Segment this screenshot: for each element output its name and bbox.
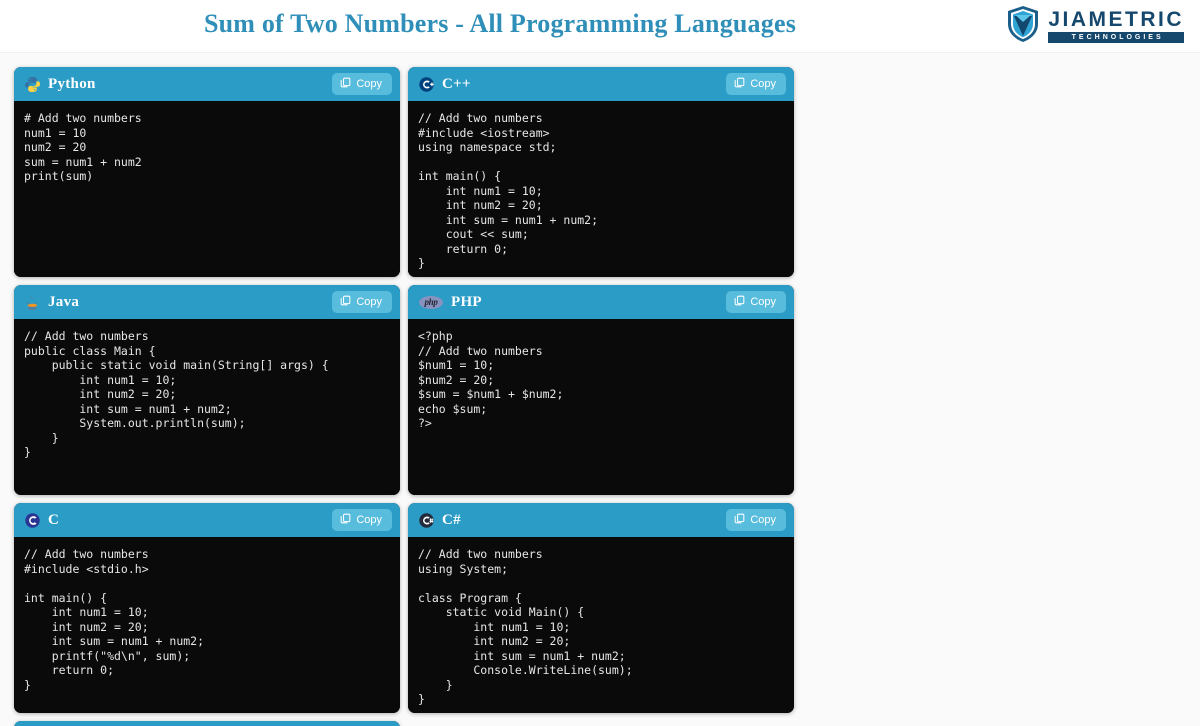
code-block: // Add two numbers public class Main { p… bbox=[14, 319, 400, 495]
c-logo-icon bbox=[24, 512, 41, 529]
copy-button-label: Copy bbox=[356, 296, 382, 308]
code-card-grid: Python Copy # Add two numbers num1 = 10 … bbox=[14, 67, 1186, 726]
code-card-cpp: C++ Copy // Add two numbers #include <io… bbox=[408, 67, 794, 277]
copy-button[interactable]: Copy bbox=[726, 73, 786, 95]
code-block: // Add two numbers #include <stdio.h> in… bbox=[14, 537, 400, 713]
brand-logo: JIAMETRIC TECHNOLOGIES bbox=[1006, 5, 1184, 48]
code-block: // Add two numbers #include <iostream> u… bbox=[408, 101, 794, 277]
copy-button-label: Copy bbox=[356, 514, 382, 526]
card-header: JS JavaScript Copy bbox=[14, 721, 400, 726]
copy-icon bbox=[734, 295, 745, 309]
copy-button-label: Copy bbox=[750, 296, 776, 308]
copy-button-label: Copy bbox=[750, 514, 776, 526]
copy-button[interactable]: Copy bbox=[726, 291, 786, 313]
brand-tagline: TECHNOLOGIES bbox=[1048, 32, 1184, 43]
python-logo-icon bbox=[24, 76, 41, 93]
brand-name: JIAMETRIC bbox=[1048, 8, 1184, 31]
copy-icon bbox=[340, 295, 351, 309]
language-name: PHP bbox=[451, 293, 482, 310]
card-header: Python Copy bbox=[14, 67, 400, 101]
copy-button[interactable]: Copy bbox=[332, 509, 392, 531]
code-card-java: Java Copy // Add two numbers public clas… bbox=[14, 285, 400, 495]
copy-icon bbox=[734, 513, 745, 527]
language-name: C++ bbox=[442, 75, 471, 92]
copy-button-label: Copy bbox=[750, 78, 776, 90]
page-header: Sum of Two Numbers - All Programming Lan… bbox=[0, 0, 1200, 52]
code-block: // Add two numbers using System; class P… bbox=[408, 537, 794, 713]
cplusplus-logo-icon bbox=[418, 76, 435, 93]
code-card-python: Python Copy # Add two numbers num1 = 10 … bbox=[14, 67, 400, 277]
php-logo-icon: php bbox=[418, 294, 444, 311]
copy-button-label: Copy bbox=[356, 78, 382, 90]
code-card-php: php PHP Copy <?php // Add two numbers $n… bbox=[408, 285, 794, 495]
code-block: <?php // Add two numbers $num1 = 10; $nu… bbox=[408, 319, 794, 495]
content-area: Python Copy # Add two numbers num1 = 10 … bbox=[0, 52, 1200, 726]
code-block: # Add two numbers num1 = 10 num2 = 20 su… bbox=[14, 101, 400, 277]
brand-text: JIAMETRIC TECHNOLOGIES bbox=[1048, 9, 1184, 43]
code-card-c: C Copy // Add two numbers #include <stdi… bbox=[14, 503, 400, 713]
language-name: Python bbox=[48, 75, 96, 92]
language-name: Java bbox=[48, 293, 80, 310]
page-title: Sum of Two Numbers - All Programming Lan… bbox=[203, 9, 797, 38]
copy-icon bbox=[340, 77, 351, 91]
copy-icon bbox=[340, 513, 351, 527]
card-header: php PHP Copy bbox=[408, 285, 794, 319]
code-card-csharp: C# Copy // Add two numbers using System;… bbox=[408, 503, 794, 713]
language-name: C# bbox=[442, 511, 461, 528]
copy-icon bbox=[734, 77, 745, 91]
card-header: C# Copy bbox=[408, 503, 794, 537]
copy-button[interactable]: Copy bbox=[726, 509, 786, 531]
copy-button[interactable]: Copy bbox=[332, 291, 392, 313]
csharp-logo-icon bbox=[418, 512, 435, 529]
card-header: C++ Copy bbox=[408, 67, 794, 101]
card-header: C Copy bbox=[14, 503, 400, 537]
java-logo-icon bbox=[24, 294, 41, 311]
shield-icon bbox=[1006, 5, 1040, 48]
copy-button[interactable]: Copy bbox=[332, 73, 392, 95]
card-header: Java Copy bbox=[14, 285, 400, 319]
language-name: C bbox=[48, 511, 60, 528]
code-card-javascript: JS JavaScript Copy // Add two numbers co… bbox=[14, 721, 400, 726]
